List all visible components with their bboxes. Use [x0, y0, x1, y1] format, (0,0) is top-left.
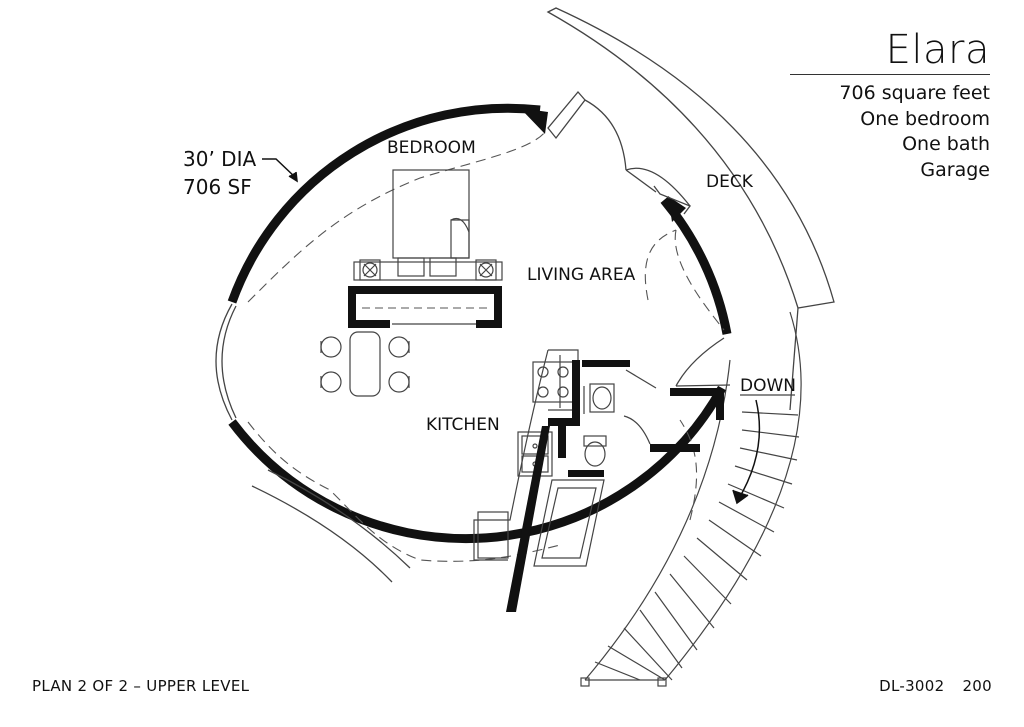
title-divider [790, 74, 990, 75]
deck-outline [546, 7, 835, 411]
spec-bedrooms: One bedroom [860, 107, 990, 130]
built-in-bench [251, 469, 411, 583]
title-block: Elara 706 square feet One bedroom One ba… [790, 28, 990, 183]
wall-wedges [520, 108, 686, 222]
spec-baths: One bath [902, 133, 990, 155]
deck-french-door [547, 90, 692, 215]
kitchen-label: KITCHEN [426, 415, 500, 435]
plan-name: Elara [885, 27, 990, 73]
deck-label: DECK [706, 172, 754, 192]
plan-code-footer: DL-3002 200 [879, 677, 992, 695]
dimension-leader [262, 158, 298, 183]
page-number: 200 [962, 677, 992, 695]
plan-code: DL-3002 [879, 677, 945, 695]
dining-set [320, 331, 410, 397]
bed [353, 169, 503, 281]
bedroom-partition [348, 286, 502, 328]
stair-direction-arrow [732, 399, 761, 505]
bathroom-walls [506, 360, 724, 612]
stair-door [675, 337, 731, 387]
bathroom-fixtures [533, 369, 657, 567]
deck-dashed-line [679, 419, 698, 521]
plan-level-label: PLAN 2 OF 2 – UPPER LEVEL [32, 677, 250, 695]
spec-garage: Garage [920, 158, 990, 181]
spec-square-feet: 706 square feet [839, 82, 990, 104]
stairway [580, 311, 802, 687]
stairs-down-label: DOWN [740, 376, 796, 396]
living-area-label: LIVING AREA [527, 265, 636, 285]
area-label: 706 SF [183, 175, 252, 199]
nightstand-lamps [359, 259, 497, 281]
bay-window [215, 303, 237, 421]
bedroom-label: BEDROOM [387, 138, 476, 158]
diameter-label: 30’ DIA [183, 147, 256, 171]
